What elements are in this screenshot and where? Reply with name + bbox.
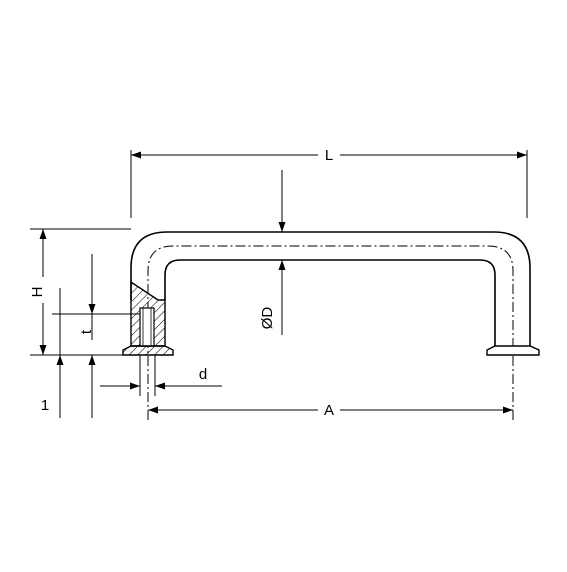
handle-outline [130,231,531,346]
label-thread-diameter: d [199,366,207,383]
extension-lines [30,150,528,396]
threaded-hole [139,307,155,347]
label-thread-depth: t [78,329,95,334]
handle-center-line [147,245,514,420]
handle-outer-edge [130,231,531,346]
label-center-distance: A [324,402,334,419]
label-marker-1: 1 [41,397,49,414]
label-tube-diameter: ØD [259,307,276,330]
label-height: H [29,287,46,298]
left-foot-section [122,280,174,356]
label-length: L [325,147,333,164]
right-base-flange [486,345,540,356]
handle-inner-edge [164,259,496,346]
left-base-flange [122,345,174,356]
